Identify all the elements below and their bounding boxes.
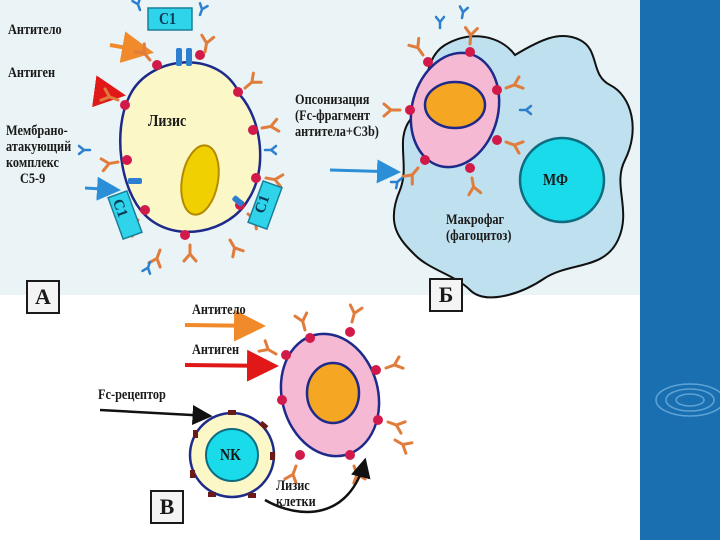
cell-lysis-line-1: Лизис (276, 478, 310, 494)
mac-label-line-2: атакующий (6, 139, 72, 155)
c1-box-right (247, 179, 283, 231)
cell-lysis-line-2: клетки (276, 494, 316, 510)
antigens-b (405, 47, 502, 173)
panel-letter-c: В (150, 490, 184, 524)
nucleus-c (305, 361, 361, 425)
mac-label-a: Мембрано- атакующий комплекс С5-9 (6, 123, 86, 187)
ripple-decoration (655, 383, 720, 417)
mac-label-line-3: комплекс (6, 155, 59, 171)
panel-b (329, 5, 634, 299)
fc-receptor-arrow (99, 405, 213, 426)
mf-label: МФ (543, 170, 568, 189)
macrophage-label: Макрофаг (фагоцитоз) (446, 212, 526, 244)
antibody-label-a: Антитело (8, 22, 62, 38)
c1-label-top: C1 (159, 9, 177, 28)
antigen-arrow-c (184, 349, 279, 382)
mf-nucleus (518, 136, 606, 224)
nk-label: NK (220, 445, 241, 464)
antigens-a (120, 50, 261, 240)
opsonization-arrow (329, 159, 401, 184)
cell-lysis-arrow (264, 457, 371, 514)
panel-letter-b: Б (429, 278, 463, 312)
macrophage-line-1: Макрофаг (446, 212, 505, 228)
mac-pores-a (128, 48, 244, 207)
opsonization-line-1: Опсонизация (295, 92, 370, 108)
right-blue-panel (640, 0, 720, 540)
antigen-label-c: Антиген (192, 342, 240, 358)
lysis-label-a: Лизис (148, 111, 187, 130)
panel-letter-a: А (26, 280, 60, 314)
fc-receptors (190, 410, 275, 498)
opsonization-label: Опсонизация (Fc-фрагмент антитела+С3b) (295, 92, 397, 140)
nk-nucleus (205, 428, 259, 482)
antibody-arrow-c (184, 309, 266, 342)
mac-arrow-a (84, 176, 121, 201)
nucleus-a (180, 144, 220, 216)
antigen-label-a: Антиген (8, 65, 56, 81)
macrophage-line-2: (фагоцитоз) (446, 228, 512, 244)
antigen-arrow-a (92, 75, 126, 108)
opsonization-line-3: антитела+С3b) (295, 124, 379, 140)
mac-label-line-1: Мембрано- (6, 123, 68, 139)
nucleus-b (423, 80, 487, 130)
panel-a (77, 0, 285, 275)
target-cell-a (119, 61, 262, 234)
antigens-c (277, 327, 383, 460)
opsonization-line-2: (Fc-фрагмент (295, 108, 371, 124)
fc-receptor-label: Fc-рецептор (98, 387, 166, 403)
c1-box-top (147, 7, 193, 31)
c1-box-left (107, 189, 143, 241)
cell-lysis-label: Лизис клетки (276, 478, 324, 510)
panel-c (99, 303, 414, 514)
mac-label-line-4: С5-9 (20, 171, 46, 187)
antibody-label-c: Антитело (192, 302, 246, 318)
